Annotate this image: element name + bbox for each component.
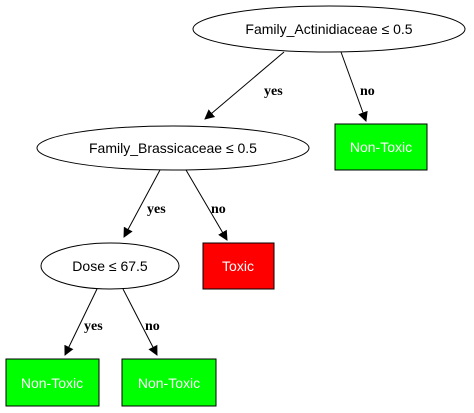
node-family-brassicaceae: Family_Brassicaceae ≤ 0.5 [36, 125, 310, 171]
edge-brassicaceae-no: no [185, 169, 228, 241]
node-dose: Dose ≤ 67.5 [40, 242, 180, 290]
node-label-dose: Dose ≤ 67.5 [72, 258, 148, 274]
node-label-family-actinidiaceae: Family_Actinidiaceae ≤ 0.5 [245, 21, 412, 37]
leaf-non-toxic-dose-yes: Non-Toxic [5, 358, 100, 407]
leaf-non-toxic-dose-no: Non-Toxic [121, 358, 217, 407]
edge-root-no: no [340, 51, 375, 122]
leaf-label-non-toxic-dose-no: Non-Toxic [138, 375, 200, 391]
edge-label-brassicaceae-yes: yes [147, 202, 166, 217]
edge-label-brassicaceae-no: no [211, 202, 226, 217]
leaf-label-non-toxic-dose-yes: Non-Toxic [21, 375, 83, 391]
leaf-label-non-toxic-actinidiaceae: Non-Toxic [350, 139, 412, 155]
node-label-family-brassicaceae: Family_Brassicaceae ≤ 0.5 [89, 140, 257, 156]
edge-dose-no: no [122, 288, 160, 356]
edge-label-dose-no: no [145, 319, 160, 334]
leaf-toxic-brassicaceae: Toxic [202, 242, 275, 290]
node-family-actinidiaceae: Family_Actinidiaceae ≤ 0.5 [192, 5, 466, 53]
leaf-non-toxic-actinidiaceae: Non-Toxic [334, 123, 428, 171]
edge-label-root-yes: yes [264, 84, 283, 99]
edge-label-root-no: no [360, 84, 375, 99]
edge-brassicaceae-yes: yes [123, 169, 166, 238]
edge-label-dose-yes: yes [84, 319, 103, 334]
leaf-label-toxic-brassicaceae: Toxic [222, 258, 254, 274]
edge-root-yes: yes [204, 51, 285, 120]
edge-dose-yes: yes [64, 288, 103, 356]
